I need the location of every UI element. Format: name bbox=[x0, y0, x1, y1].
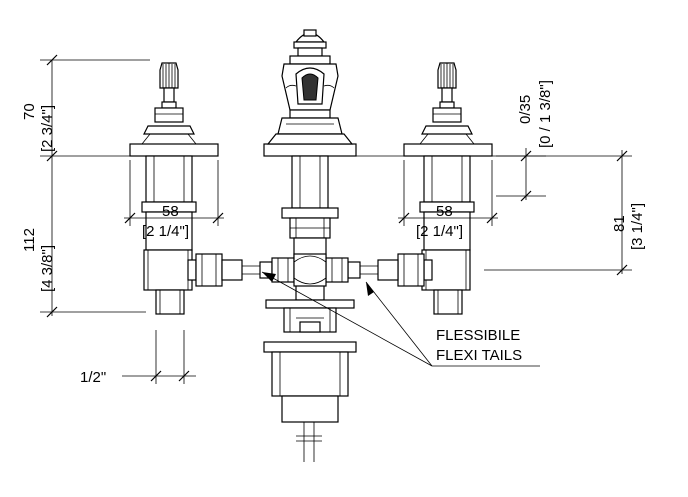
dim-112-inch: [4 3/8"] bbox=[39, 245, 56, 292]
flexi-tails-label: FLESSIBILE FLEXI TAILS bbox=[436, 327, 522, 364]
dim-81-mm: 81 bbox=[611, 215, 628, 232]
dim-58-right-inch: [2 1/4"] bbox=[416, 223, 463, 240]
dim-035-inch: [0 / 1 3/8"] bbox=[537, 80, 554, 148]
label-flessibile: FLESSIBILE bbox=[436, 327, 520, 344]
dim-thread-size: 1/2" bbox=[80, 369, 106, 386]
dim-58-left-mm: 58 bbox=[162, 203, 179, 220]
dimension-labels: 70 [2 3/4"] 112 [4 3/8"] 58 [2 1/4"] 58 … bbox=[21, 80, 646, 386]
dim-81-inch: [3 1/4"] bbox=[629, 203, 646, 250]
dim-70-mm: 70 bbox=[21, 103, 38, 120]
dim-58-left-inch: [2 1/4"] bbox=[142, 223, 189, 240]
dim-112-mm: 112 bbox=[21, 228, 38, 252]
dim-58-right-mm: 58 bbox=[436, 203, 453, 220]
label-flexi-tails: FLEXI TAILS bbox=[436, 347, 522, 364]
dimension-lines bbox=[40, 54, 632, 384]
dim-70-inch: [2 3/4"] bbox=[39, 105, 56, 152]
dim-035-mm: 0/35 bbox=[517, 95, 534, 124]
left-valve bbox=[129, 62, 219, 315]
center-spout bbox=[263, 29, 357, 462]
flexi-tail-connectors bbox=[187, 253, 433, 287]
